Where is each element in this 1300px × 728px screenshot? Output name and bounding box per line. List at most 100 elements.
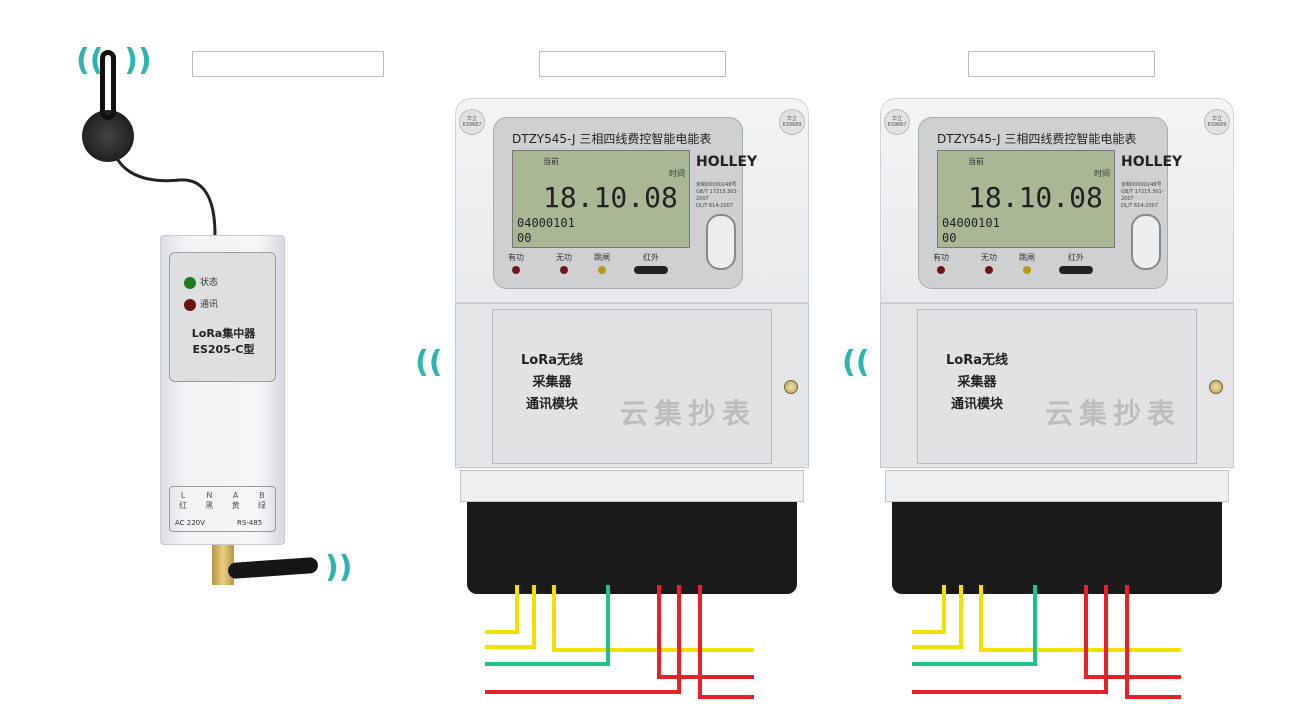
comm-led-label: 通讯 — [200, 300, 219, 310]
indicator-active: 有功 — [508, 252, 524, 274]
terminal-power-label: AC 220V — [175, 519, 205, 527]
wire-horizontal — [698, 695, 754, 699]
screw-icon — [784, 380, 798, 394]
seal-right-number: 639689 — [782, 122, 802, 128]
lcd-sub: 00 — [517, 231, 532, 245]
antenna-loop — [100, 50, 116, 120]
wire-vertical — [942, 585, 946, 630]
seal-left: 华立 — [466, 116, 477, 122]
lcd-code: 04000101 — [517, 216, 575, 230]
wire-vertical — [1104, 585, 1108, 690]
seal-left-number: 639687 — [887, 122, 907, 128]
page-button[interactable] — [1131, 214, 1161, 270]
wire-horizontal — [485, 645, 536, 649]
terminal-b: B — [259, 491, 265, 500]
wire-horizontal — [552, 648, 754, 652]
module-text: 采集器 — [532, 375, 572, 390]
indicator-label: 跳闸 — [594, 253, 610, 262]
watermark: 云集抄表 — [620, 397, 757, 430]
watermark: 云集抄表 — [1045, 397, 1182, 430]
wire-horizontal — [1084, 675, 1181, 679]
indicator-infrared: 红外 — [1059, 252, 1093, 274]
wire-horizontal — [485, 690, 681, 694]
module-text: LoRa无线 — [521, 353, 583, 368]
terminal-a: A — [232, 491, 239, 500]
module-text: 通讯模块 — [950, 397, 1003, 412]
std-line: GB/T 17215.301-2007 — [696, 189, 739, 202]
concentrator-panel: 状态 通讯 LoRa集中器 ES205-C型 — [169, 252, 276, 382]
wireless-signal-icon: (( — [842, 345, 870, 380]
module-text: 通讯模块 — [525, 397, 578, 412]
terminal-name-green: 绿 — [257, 501, 266, 510]
lcd-code: 04000101 — [942, 216, 1000, 230]
terminal-cover — [885, 470, 1229, 502]
wire-vertical — [657, 585, 661, 675]
std-line: DL/T 614-2007 — [696, 203, 734, 209]
wire-horizontal — [979, 648, 1181, 652]
lora-module: LoRa无线采集器通讯模块 — [917, 309, 1197, 464]
indicator-reactive: 无功 — [556, 252, 572, 274]
module-text: LoRa无线 — [946, 353, 1008, 368]
wire-vertical — [959, 585, 963, 645]
rod-antenna — [227, 556, 319, 580]
terminal-n: N — [206, 491, 213, 500]
wire-horizontal — [485, 630, 519, 634]
wire-vertical — [1084, 585, 1088, 675]
terminal-l: L — [180, 491, 186, 500]
wire-vertical — [1125, 585, 1129, 695]
indicator-active: 有功 — [933, 252, 949, 274]
module-text: 采集器 — [957, 375, 997, 390]
wire-vertical — [1033, 585, 1037, 662]
wire-horizontal — [912, 645, 963, 649]
label-box-meter-2 — [968, 51, 1155, 77]
seal-left: 华立 — [891, 116, 902, 122]
terminal-cover — [460, 470, 804, 502]
indicator-label: 无功 — [981, 253, 997, 262]
terminal-bus-label: RS-485 — [237, 519, 263, 527]
std-line: DL/T 614-2007 — [1121, 203, 1159, 209]
lcd-display: 当前 时间 18.10.08 04000101 00 — [512, 150, 690, 248]
lcd-label-current: 当前 — [968, 157, 984, 166]
terminal-name-red: 红 — [179, 501, 188, 510]
screw-icon — [1209, 380, 1223, 394]
page-button[interactable] — [706, 214, 736, 270]
antenna-cable — [113, 154, 217, 236]
wire-horizontal — [485, 662, 610, 666]
indicator-label: 无功 — [556, 253, 572, 262]
seal-right: 华立 — [1211, 116, 1222, 122]
indicator-trip: 跳闸 — [594, 252, 610, 274]
wire-vertical — [979, 585, 983, 648]
terminal-name-black: 黑 — [205, 501, 214, 510]
lora-module: LoRa无线采集器通讯模块 — [492, 309, 772, 464]
brand-logo: HOLLEY — [696, 154, 758, 170]
indicator-infrared: 红外 — [634, 252, 668, 274]
indicator-trip: 跳闸 — [1019, 252, 1035, 274]
indicator-reactive: 无功 — [981, 252, 997, 274]
concentrator-model: ES205-C型 — [192, 343, 255, 356]
seal-right-number: 639689 — [1207, 122, 1227, 128]
wireless-signal-icon: )) — [325, 550, 353, 585]
indicator-label: 有功 — [508, 253, 524, 262]
label-box-meter-1 — [539, 51, 726, 77]
wire-horizontal — [912, 690, 1108, 694]
wire-horizontal — [912, 662, 1037, 666]
meter-model: DTZY545-J 三相四线费控智能电能表 — [512, 132, 712, 146]
terminal-name-yellow: 黄 — [231, 501, 240, 510]
indicator-label: 跳闸 — [1019, 253, 1035, 262]
wire-horizontal — [1125, 695, 1181, 699]
wire-horizontal — [912, 630, 946, 634]
indicator-label: 红外 — [1068, 253, 1084, 262]
wire-vertical — [552, 585, 556, 648]
wire-vertical — [515, 585, 519, 630]
meter-model: DTZY545-J 三相四线费控智能电能表 — [937, 132, 1137, 146]
lcd-display: 当前 时间 18.10.08 04000101 00 — [937, 150, 1115, 248]
lcd-label-time: 时间 — [669, 169, 685, 178]
wireless-signal-icon: (( — [415, 345, 443, 380]
wire-horizontal — [657, 675, 754, 679]
lcd-sub: 00 — [942, 231, 957, 245]
